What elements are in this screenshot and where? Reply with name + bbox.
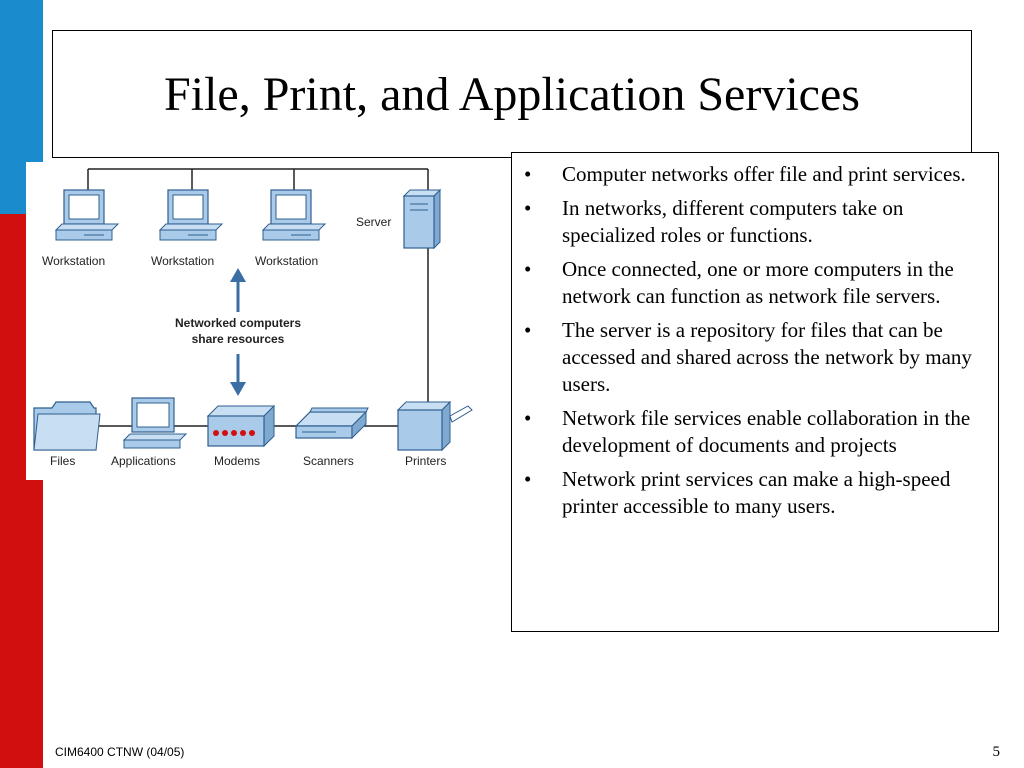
workstation-label-1: Workstation <box>42 254 105 268</box>
scanners-label: Scanners <box>303 454 354 468</box>
bullet-list: •Computer networks offer file and print … <box>520 161 986 520</box>
modems-label: Modems <box>214 454 260 468</box>
server-label: Server <box>356 215 391 229</box>
bullet-text: Network print services can make a high-s… <box>562 467 951 518</box>
bullet-text: Network file services enable collaborati… <box>562 406 971 457</box>
network-lines <box>66 168 429 427</box>
workstation-icon <box>158 189 224 241</box>
bullet-list-box: •Computer networks offer file and print … <box>511 152 999 632</box>
computer-icon <box>122 397 188 449</box>
modem-icon <box>206 404 276 448</box>
footer-course-code: CIM6400 CTNW (04/05) <box>55 745 185 759</box>
bullet-text: In networks, different computers take on… <box>562 196 904 247</box>
bullet-item: •Once connected, one or more computers i… <box>524 257 954 308</box>
slide-title: File, Print, and Application Services <box>164 68 860 121</box>
bullet-item: •The server is a repository for files th… <box>524 318 972 396</box>
workstation-label-3: Workstation <box>255 254 318 268</box>
workstation-icon <box>54 189 120 241</box>
workstation-label-2: Workstation <box>151 254 214 268</box>
printer-icon <box>396 400 473 452</box>
bullet-text: Once connected, one or more computers in… <box>562 257 954 308</box>
files-label: Files <box>50 454 75 468</box>
bullet-item: •Network file services enable collaborat… <box>524 406 971 457</box>
bullet-item: •In networks, different computers take o… <box>524 196 904 247</box>
bullet-text: Computer networks offer file and print s… <box>562 162 966 186</box>
applications-label: Applications <box>111 454 176 468</box>
scanner-icon <box>294 407 369 440</box>
arrow-up-icon <box>230 268 246 312</box>
title-box: File, Print, and Application Services <box>52 30 972 158</box>
bullet-item: •Network print services can make a high-… <box>524 467 951 518</box>
workstation-icon <box>261 189 327 241</box>
bullet-item: •Computer networks offer file and print … <box>524 162 966 186</box>
bullet-text: The server is a repository for files tha… <box>562 318 972 396</box>
center-label-line-2: share resources <box>192 332 285 346</box>
network-diagram: Workstation Workstation Workstation Serv… <box>26 162 486 480</box>
folder-icon <box>33 401 101 451</box>
printers-label: Printers <box>405 454 446 468</box>
page-number: 5 <box>992 744 1001 760</box>
center-label-line-1: Networked computers <box>175 316 301 330</box>
arrow-down-icon <box>230 354 246 396</box>
server-icon <box>402 188 442 250</box>
